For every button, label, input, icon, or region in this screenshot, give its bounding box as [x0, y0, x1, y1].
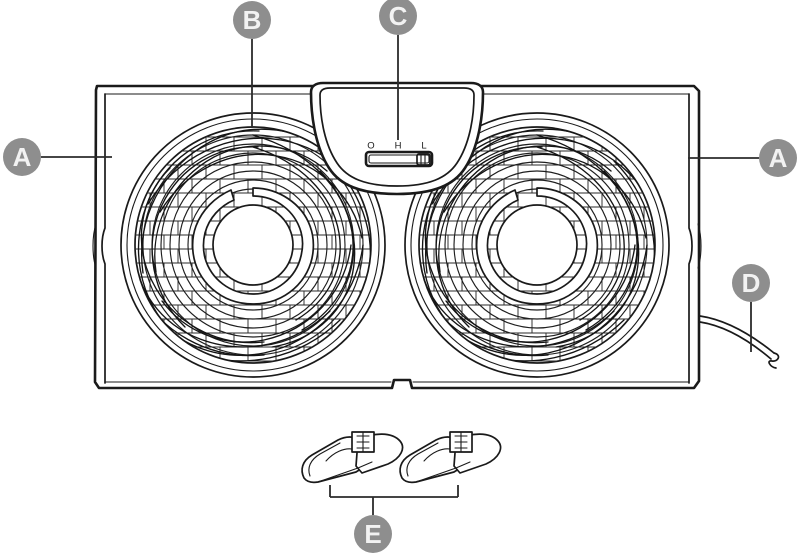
fan-left-bezel-inner — [126, 118, 380, 372]
callout-a-right[interactable]: A — [759, 139, 797, 177]
right-grip-indent — [697, 223, 702, 269]
fan-right-hub-cap — [496, 204, 578, 286]
control-panel[interactable]: O H L — [309, 81, 485, 196]
power-cord-line-upper — [699, 315, 775, 354]
callout-b-disc[interactable] — [233, 1, 271, 39]
support-feet — [301, 431, 502, 484]
callout-c[interactable]: C — [379, 0, 417, 35]
speed-slider-groove — [368, 154, 430, 164]
power-cord-line-lower — [699, 321, 772, 360]
left-grip-indent — [92, 223, 97, 269]
fan-left-hub-bracket — [191, 187, 315, 305]
fan-left-grille-interior — [135, 128, 371, 362]
callout-b-label: B — [243, 5, 262, 35]
callout-d-disc[interactable] — [732, 264, 770, 302]
callout-c-disc[interactable] — [379, 0, 417, 35]
foot-left-clip-detail — [356, 431, 370, 453]
speed-slider-knob-grip — [420, 154, 426, 165]
callout-e[interactable]: E — [354, 515, 392, 553]
fan-left — [120, 112, 386, 378]
fan-left-grille-rim — [134, 126, 372, 364]
callout-a-left[interactable]: A — [3, 138, 41, 176]
housing-left-inner-edge — [101, 93, 106, 384]
fan-right-hub-bracket — [475, 187, 599, 305]
callout-a-right-disc[interactable] — [759, 139, 797, 177]
fan-right-bezel-inner — [410, 118, 664, 372]
power-cord — [699, 315, 780, 369]
foot-right-base-ridge — [415, 461, 471, 483]
callout-a-left-disc[interactable] — [3, 138, 41, 176]
callout-leaders — [41, 35, 759, 515]
fan-right-hub — [475, 187, 599, 305]
foot-right — [399, 431, 502, 484]
foot-right-contour — [423, 448, 451, 462]
callout-a-right-label: A — [769, 143, 788, 173]
callout-e-disc[interactable] — [354, 515, 392, 553]
callout-c-label: C — [389, 1, 408, 31]
speed-label-high: H — [395, 141, 402, 152]
foot-left-nose — [308, 442, 341, 477]
control-panel-dome-outer — [309, 81, 485, 196]
foot-left-contour — [325, 448, 353, 462]
callout-d-label: D — [742, 268, 761, 298]
housing-outline — [93, 84, 701, 390]
speed-label-off: O — [367, 141, 374, 152]
callout-a-left-label: A — [13, 142, 32, 172]
fan-left-hub-cap — [212, 204, 294, 286]
callout-b[interactable]: B — [233, 1, 271, 39]
housing-right-inner-edge — [688, 93, 693, 384]
speed-label-low: L — [421, 141, 426, 152]
callout-e-label: E — [364, 519, 381, 549]
foot-right-nose — [406, 442, 439, 477]
foot-left — [301, 431, 404, 484]
fan-right-blades — [419, 128, 655, 362]
control-panel-dome-inner — [319, 87, 475, 187]
fan-right-grille-rim — [418, 126, 656, 364]
speed-slider-knob[interactable] — [416, 153, 431, 166]
callout-d[interactable]: D — [732, 264, 770, 302]
foot-left-base-ridge — [317, 461, 373, 483]
foot-right-clip-detail — [454, 431, 468, 453]
leader-e-bracket — [329, 485, 459, 515]
power-cord-break-squiggle — [768, 352, 780, 369]
fan-left-hub — [191, 187, 315, 305]
fan-right — [404, 112, 670, 378]
